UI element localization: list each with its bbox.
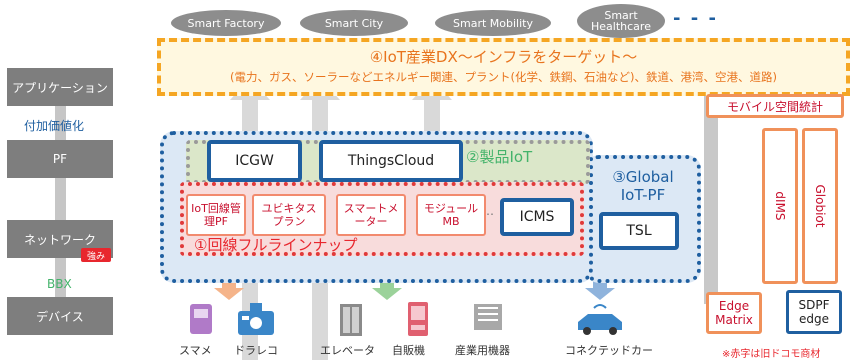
lineup-item-label: モジュールMB xyxy=(423,202,479,228)
dims-label: dIMS xyxy=(773,191,787,221)
icgw-box: ICGW xyxy=(207,140,302,182)
product-iot-label: ②製品IoT xyxy=(466,148,533,166)
global-label-line1: ③Global xyxy=(612,168,674,186)
dashcam-icon xyxy=(238,303,274,335)
global-label-line2: IoT-PF xyxy=(620,186,666,204)
smart-meter-icon xyxy=(190,304,212,334)
bbx-label: BBX xyxy=(47,277,72,291)
globiot-box: Globiot xyxy=(802,128,838,284)
cloud-smart-factory: Smart Factory xyxy=(171,10,281,36)
application-label: アプリケーション xyxy=(12,80,108,95)
icms-label: ICMS xyxy=(519,209,555,225)
strength-badge-label: 強み xyxy=(86,251,105,262)
device-label-vending-machine: 自販機 xyxy=(392,344,425,357)
thingscloud-box: ThingsCloud xyxy=(319,140,463,182)
lineup-item-label: ユビキタスプラン xyxy=(261,202,317,228)
dx-title: ④IoT産業DX～インフラをターゲット～ xyxy=(369,48,638,66)
smart-meter-box: スマートメーター xyxy=(336,194,406,236)
dims-box: dIMS xyxy=(762,128,798,284)
sdpf-edge-label: SDPF edge xyxy=(798,298,830,326)
more-dashes: - - - xyxy=(673,8,718,29)
iot-line-mgmt-pf-box: IoT回線管理PF xyxy=(186,194,246,236)
module-mb-box: モジュールMB xyxy=(416,194,486,236)
edge-matrix-box: Edge Matrix xyxy=(706,292,762,334)
up-arrow-right xyxy=(412,78,452,175)
cloud-label: Smart Mobility xyxy=(453,16,533,30)
device-label-industrial: 産業用機器 xyxy=(455,344,510,357)
footnote: ※赤字は旧ドコモ商材 xyxy=(722,349,821,360)
edge-matrix-label: Edge Matrix xyxy=(715,299,753,327)
down-arrow-orange xyxy=(214,275,244,300)
application-box: アプリケーション xyxy=(7,68,113,106)
icms-box: ICMS xyxy=(500,198,574,236)
right-grey-bar xyxy=(704,94,718,304)
dx-subtitle: (電力、ガス、ソーラーなどエネルギー関連、プラント(化学、鉄鋼、石油など)、鉄道… xyxy=(230,70,777,84)
stack-connector xyxy=(55,106,66,140)
connected-car-icon xyxy=(578,304,622,335)
pf-box: PF xyxy=(7,140,113,178)
lineup-item-label: IoT回線管理PF xyxy=(191,202,241,228)
device-box: デバイス xyxy=(7,297,113,335)
device-icons xyxy=(190,302,622,336)
sdpf-edge-box: SDPF edge xyxy=(786,290,842,334)
network-label: ネットワーク xyxy=(23,232,96,247)
cloud-smart-mobility: Smart Mobility xyxy=(435,10,551,36)
device-label: デバイス xyxy=(36,309,84,324)
value-add-label: 付加価値化 xyxy=(24,119,85,133)
device-label-elevator: エレベータ xyxy=(320,344,375,357)
down-arrow-green xyxy=(372,275,402,300)
full-lineup-label: ①回線フルラインナップ xyxy=(194,236,358,254)
mobile-stats-box: モバイル空間統計 xyxy=(706,94,844,118)
device-label-connected-car: コネクテッドカー xyxy=(565,344,653,357)
down-arrow-blue xyxy=(585,275,615,300)
globiot-label: Globiot xyxy=(813,184,827,228)
tsl-label: TSL xyxy=(626,223,652,239)
industrial-equipment-icon xyxy=(474,304,502,330)
vending-machine-icon xyxy=(408,302,428,336)
stack-connector xyxy=(55,258,66,297)
lineup-ellipsis: ‥ xyxy=(486,204,495,218)
strength-badge: 強み xyxy=(81,248,111,262)
cloud-label: Smart City xyxy=(324,16,384,30)
device-label-dashcam: ドラレコ xyxy=(234,344,278,357)
lineup-item-label: スマートメーター xyxy=(343,202,399,228)
mobile-stats-label: モバイル空間統計 xyxy=(726,100,823,114)
cloud-label: Smart Healthcare xyxy=(591,9,651,33)
cloud-smart-healthcare: Smart Healthcare xyxy=(577,4,665,38)
elevator-icon xyxy=(340,304,362,336)
device-label-smart-meter: スマメ xyxy=(179,344,212,357)
icgw-label: ICGW xyxy=(235,153,274,169)
stack-connector xyxy=(55,178,66,222)
tsl-box: TSL xyxy=(599,212,679,250)
pf-label: PF xyxy=(52,152,68,166)
cloud-smart-city: Smart City xyxy=(300,10,408,36)
cloud-label: Smart Factory xyxy=(187,16,265,30)
ubiquitous-plan-box: ユビキタスプラン xyxy=(252,194,326,236)
thingscloud-label: ThingsCloud xyxy=(347,153,435,169)
dx-banner: ④IoT産業DX～インフラをターゲット～ (電力、ガス、ソーラーなどエネルギー関… xyxy=(157,38,850,96)
